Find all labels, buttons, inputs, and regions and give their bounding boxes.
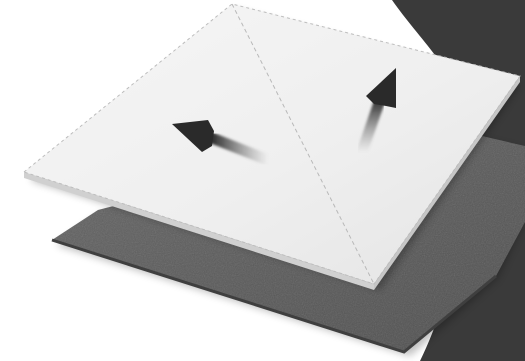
arrow-left-icon: [172, 120, 274, 166]
top-panel-dashed-outline: [22, 3, 521, 285]
top-panel-edge-right: [374, 76, 520, 290]
bottom-panel-edge: [51, 238, 497, 354]
arrow-up-icon: [356, 68, 396, 158]
top-panel-edge-left: [24, 172, 374, 290]
top-panel-diagonal-line: [231, 3, 375, 285]
